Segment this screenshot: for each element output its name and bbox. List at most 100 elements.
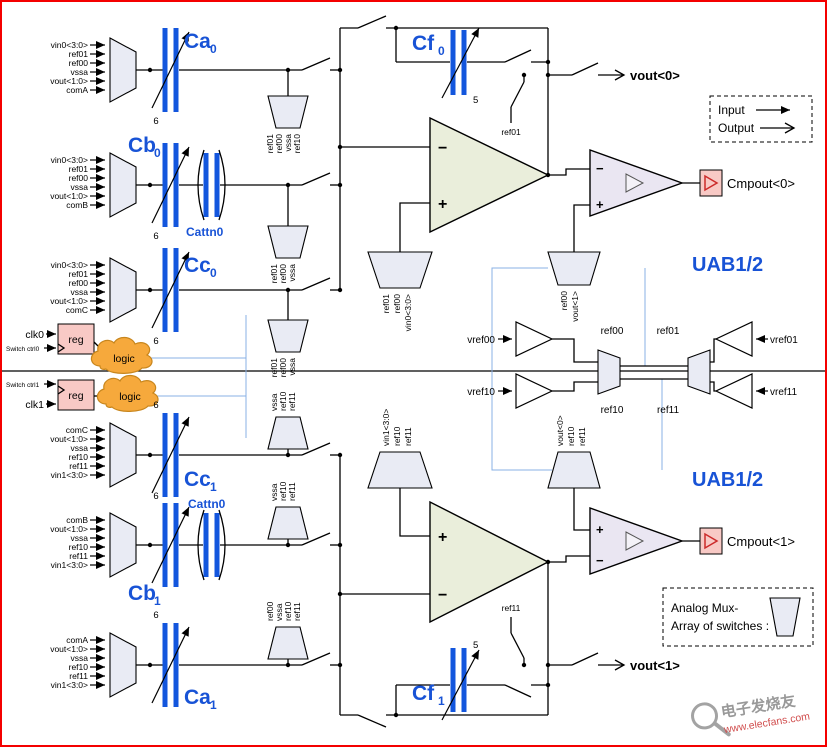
opamp-minus: − — [438, 140, 447, 157]
pin-label: vssa — [71, 533, 89, 543]
cap-bits: 6 — [153, 231, 158, 242]
cap-cc1: Cc 1 6 — [151, 400, 217, 497]
bottom-small-mux-2: vssa ref10 ref11 — [267, 481, 309, 540]
cmpout-label: Cmpout<1> — [727, 534, 795, 549]
cap-name: Cc — [184, 468, 211, 491]
cap-ca0: Ca 0 6 — [151, 28, 217, 127]
cap-sub: 1 — [210, 698, 217, 712]
pin-label: ref00 — [69, 58, 89, 68]
cap-bits: 6 — [153, 400, 158, 411]
top-small-mux-1: ref01 ref00 vssa ref10 — [265, 95, 309, 154]
cap-bits: 6 — [153, 116, 158, 127]
vref11-buffer — [714, 373, 753, 409]
ref11-label: ref11 — [657, 405, 679, 416]
top-small-mux-2: ref01 ref00 vssa — [267, 225, 309, 284]
attn-cap-label: Cattn0 — [186, 225, 224, 239]
reg-label-top: reg — [68, 334, 83, 346]
cross-connect-blue-wires — [148, 267, 663, 471]
pin-label: comA — [66, 85, 88, 95]
pin-label: ref01 — [69, 164, 89, 174]
mux-sel-label: ref00 — [265, 601, 275, 621]
cap-cc0: Cc 0 6 — [151, 248, 217, 347]
mux-sel-label: ref00 — [392, 294, 402, 314]
vref00-buffer — [515, 321, 554, 357]
bottom-plus-mux: vin1<3:0> ref10 ref11 — [367, 409, 433, 489]
reg-box-top — [57, 323, 95, 355]
cap-sub: 0 — [210, 266, 217, 280]
pin-label: vout<1:0> — [50, 434, 88, 444]
cap-name: Ca — [184, 686, 211, 709]
cmp-plus: + — [596, 522, 604, 537]
uab-label-bottom: UAB1/2 — [692, 469, 763, 491]
vref01-buffer — [714, 321, 753, 357]
pin-label: ref01 — [69, 269, 89, 279]
mux-sel-label: ref01 — [269, 358, 279, 378]
cap-cattn0-top: Cattn0 — [186, 149, 226, 239]
cap-name: Ca — [184, 30, 211, 53]
bottom-input-mux-b: comB vout<1:0> vssa ref10 ref11 vin1<3:0… — [50, 512, 137, 578]
cap-cb1: Cb 1 6 — [128, 491, 190, 608]
top-half: vin0<3:0> ref01 ref00 vssa vout<1:0> com… — [50, 15, 813, 378]
top-cmp-mux: ref00 vout<1> — [547, 251, 601, 322]
bottom-input-mux-a: comA vout<1:0> vssa ref10 ref11 vin1<3:0… — [50, 632, 137, 698]
bottom-small-mux-1: vssa ref10 ref11 — [267, 391, 309, 450]
mux-sel-label: ref00 — [274, 134, 284, 154]
control-section: clk0 Switch ctrl0 reg logic Switch ctrl1… — [6, 323, 159, 412]
clk0-label: clk0 — [25, 329, 44, 341]
top-plus-mux: ref01 ref00 vin0<3:0> — [367, 251, 433, 331]
analog-mux-legend: Analog Mux- Array of switches : — [662, 587, 814, 647]
reference-buffer-section: vref00 vref10 vref01 vref11 ref00 ref01 … — [467, 321, 798, 416]
mux-sel-label: ref11 — [577, 427, 587, 446]
mux-sel-label: ref11 — [292, 602, 302, 621]
cap-bits: 6 — [153, 610, 158, 621]
attn-cap-label: Cattn0 — [188, 497, 226, 511]
pin-label: vssa — [71, 443, 89, 453]
uab-label-top: UAB1/2 — [692, 254, 763, 276]
mux-sel-label: vout<0> — [555, 415, 565, 446]
vout-label: vout<0> — [630, 68, 680, 83]
opamp-plus: + — [438, 196, 447, 213]
mux-sel-label: ref11 — [287, 392, 297, 411]
mux-sel-label: ref01 — [381, 294, 391, 314]
mux-sel-label: vin0<3:0> — [403, 294, 413, 331]
pin-label: vout<1:0> — [50, 191, 88, 201]
opamp-minus: − — [438, 587, 447, 604]
cap-bits: 5 — [473, 95, 478, 106]
mux-sel-label: ref01 — [265, 134, 275, 154]
mux-sel-label: vin1<3:0> — [381, 409, 391, 446]
comparator-top: − + — [589, 149, 685, 217]
pin-label: vout<1:0> — [50, 644, 88, 654]
top-dots — [147, 25, 551, 293]
cap-name: Cb — [128, 582, 156, 605]
buffer-glyph — [704, 174, 719, 192]
top-switches — [301, 15, 599, 291]
vref10-buffer — [515, 373, 554, 409]
bottom-switches — [301, 442, 599, 728]
mux-symbol — [769, 597, 801, 637]
pin-label: ref10 — [69, 662, 89, 672]
cap-name: Cf — [412, 32, 435, 55]
mux-sel-label: ref00 — [278, 264, 288, 284]
mux-legend-line1: Analog Mux- — [671, 601, 738, 615]
pin-label: comC — [66, 305, 88, 315]
io-legend: Input Output — [709, 95, 813, 143]
opamp-bottom — [429, 500, 550, 624]
ref10-label: ref10 — [601, 405, 624, 416]
cmp-out-buffer-box — [699, 527, 723, 555]
pin-label: ref11 — [69, 671, 88, 681]
pin-label: ref11 — [69, 551, 88, 561]
mux-sel-label: ref10 — [292, 134, 302, 154]
vref01-label: vref01 — [770, 335, 798, 346]
mux-sel-label: vssa — [274, 603, 284, 621]
pin-label: vout<1:0> — [50, 524, 88, 534]
latch-glyph — [625, 173, 645, 193]
vref11-label: vref11 — [770, 387, 797, 398]
reg-label-bottom: reg — [68, 390, 83, 402]
mux-sel-label: ref00 — [278, 358, 288, 378]
cap-cf0: Cf 0 5 ref01 — [412, 27, 521, 137]
pin-label: ref01 — [69, 49, 89, 59]
legend-input: Input — [718, 103, 745, 117]
legend-output: Output — [718, 121, 755, 135]
mux-sel-label: vssa — [269, 393, 279, 411]
mux-sel-label: vssa — [287, 264, 297, 282]
